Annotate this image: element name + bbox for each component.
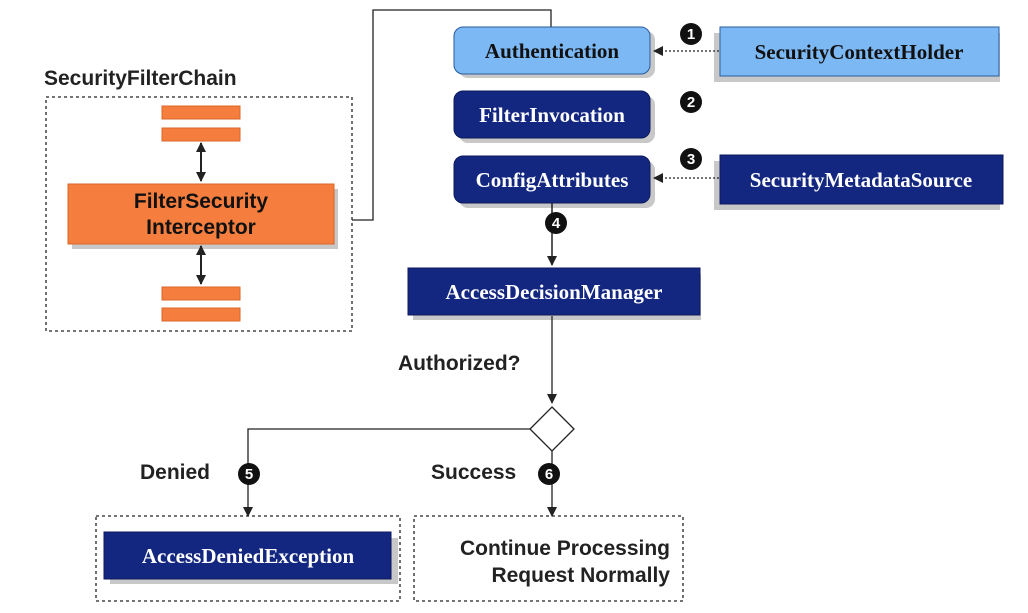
access-decision-manager-box: [407, 267, 701, 316]
denied-branch-arrow: [243, 428, 530, 517]
step-number-1: 1: [687, 26, 695, 43]
step-number-4: 4: [552, 215, 561, 232]
interceptor-connector: [352, 9, 552, 221]
security-filter-chain-title: SecurityFilterChain: [44, 67, 237, 90]
step-badge-6: [538, 463, 560, 485]
filter-bar: [161, 286, 241, 301]
step-badge-1: [680, 23, 702, 45]
success-label: Success: [431, 461, 516, 484]
access-denied-exception-box: [103, 531, 392, 580]
filter-bar: [161, 105, 241, 120]
config-attributes-label: ConfigAttributes: [476, 168, 629, 192]
authentication-box: [453, 26, 651, 75]
continue-processing-line1: Continue Processing: [460, 537, 670, 560]
step-number-3: 3: [687, 151, 695, 168]
denied-label: Denied: [140, 461, 210, 484]
security-metadata-source-label: SecurityMetadataSource: [750, 168, 972, 192]
security-filter-chain-border: [45, 96, 353, 332]
authentication-label: Authentication: [485, 39, 619, 63]
security-context-holder-label: SecurityContextHolder: [755, 40, 964, 64]
step-badge-2: [680, 91, 702, 113]
step-badge-4: [545, 212, 567, 234]
success-outcome-border: [413, 515, 684, 602]
denied-outcome-border: [95, 515, 401, 602]
interceptor-label-line2: Interceptor: [146, 216, 256, 239]
step-number-6: 6: [545, 466, 553, 483]
security-metadata-source-box: [719, 154, 1004, 205]
continue-processing-line2: Request Normally: [491, 564, 670, 587]
filter-bar: [161, 127, 241, 142]
filter-bar: [161, 307, 241, 322]
step-number-2: 2: [687, 94, 695, 111]
filter-invocation-box: [453, 90, 651, 139]
step-badge-5: [238, 463, 260, 485]
step-badge-3: [680, 148, 702, 170]
filter-invocation-label: FilterInvocation: [479, 103, 625, 127]
decision-diamond: [529, 406, 575, 452]
access-decision-manager-label: AccessDecisionManager: [446, 280, 663, 304]
authorized-label: Authorized?: [398, 352, 520, 375]
step-number-5: 5: [245, 466, 253, 483]
filter-security-interceptor: [67, 183, 335, 245]
security-context-holder-box: [719, 26, 1000, 77]
interceptor-label-line1: FilterSecurity: [134, 190, 269, 213]
access-denied-exception-label: AccessDeniedException: [142, 544, 355, 568]
